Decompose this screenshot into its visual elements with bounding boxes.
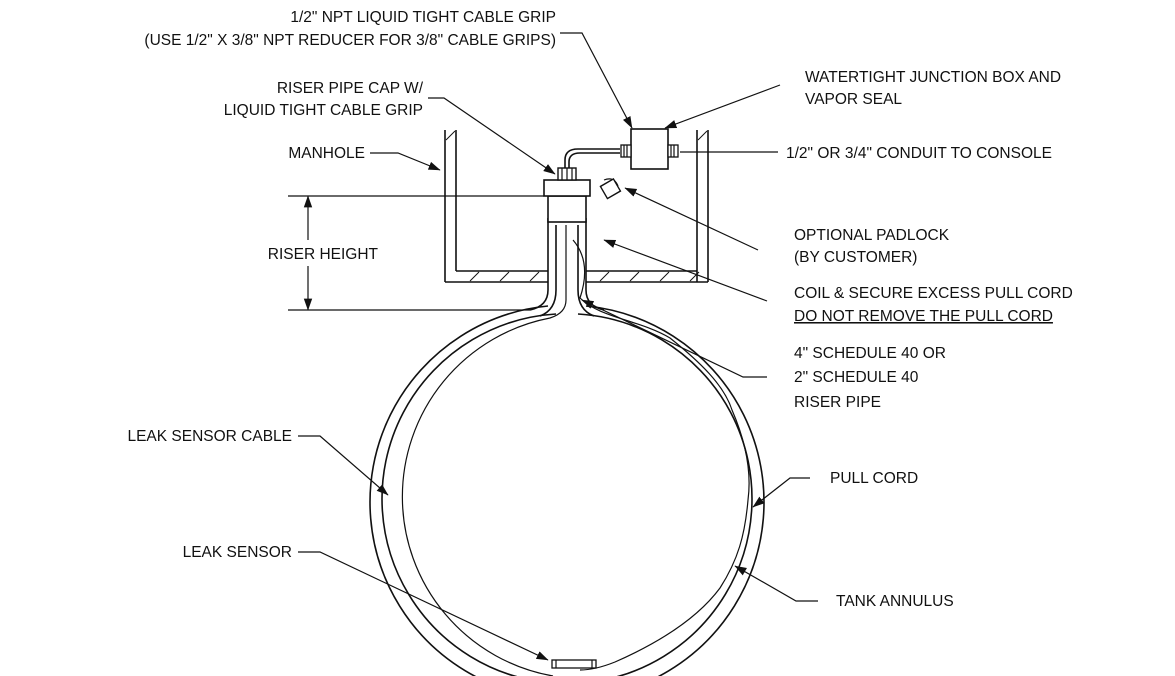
- label-manhole: MANHOLE: [288, 145, 365, 162]
- label-cable-grip-line1: 1/2" NPT LIQUID TIGHT CABLE GRIP: [290, 9, 556, 26]
- callout-labels: 1/2" NPT LIQUID TIGHT CABLE GRIP (USE 1/…: [127, 9, 1072, 610]
- pull-cord-drawing: [572, 239, 750, 671]
- label-riser-pipe-line1: 4" SCHEDULE 40 OR: [794, 345, 946, 362]
- leak-sensor-drawing: [551, 659, 597, 669]
- leader-lines: [298, 32, 818, 661]
- sensor-cable-drawing: [401, 225, 567, 676]
- label-cable-grip-line2: (USE 1/2" X 3/8" NPT REDUCER FOR 3/8" CA…: [144, 32, 556, 49]
- riser-height-dimension: [288, 195, 544, 311]
- tank-drawing: [369, 305, 765, 676]
- label-padlock-line2: (BY CUSTOMER): [794, 249, 917, 266]
- label-coil-line1: COIL & SECURE EXCESS PULL CORD: [794, 285, 1073, 302]
- junction-box-drawing: [620, 128, 679, 170]
- riser-cap-drawing: [543, 167, 622, 223]
- label-junction-box-line1: WATERTIGHT JUNCTION BOX AND: [805, 69, 1061, 86]
- label-riser-height: RISER HEIGHT: [268, 246, 379, 263]
- label-leak-sensor-cable: LEAK SENSOR CABLE: [127, 428, 292, 445]
- riser-pipe-drawing: [529, 218, 605, 317]
- label-tank-annulus: TANK ANNULUS: [836, 593, 954, 610]
- label-leak-sensor: LEAK SENSOR: [183, 544, 292, 561]
- label-riser-pipe-line3: RISER PIPE: [794, 394, 881, 411]
- cable-to-junction-box: [564, 148, 620, 168]
- label-pull-cord: PULL CORD: [830, 470, 918, 487]
- label-conduit: 1/2" OR 3/4" CONDUIT TO CONSOLE: [786, 145, 1052, 162]
- label-riser-cap-line1: RISER PIPE CAP W/: [277, 80, 424, 97]
- label-padlock-line1: OPTIONAL PADLOCK: [794, 227, 950, 244]
- label-riser-cap-line2: LIQUID TIGHT CABLE GRIP: [224, 102, 423, 119]
- manhole-drawing: [444, 130, 709, 283]
- label-riser-pipe-line2: 2" SCHEDULE 40: [794, 369, 919, 386]
- label-coil-line2: DO NOT REMOVE THE PULL CORD: [794, 308, 1053, 325]
- label-junction-box-line2: VAPOR SEAL: [805, 91, 902, 108]
